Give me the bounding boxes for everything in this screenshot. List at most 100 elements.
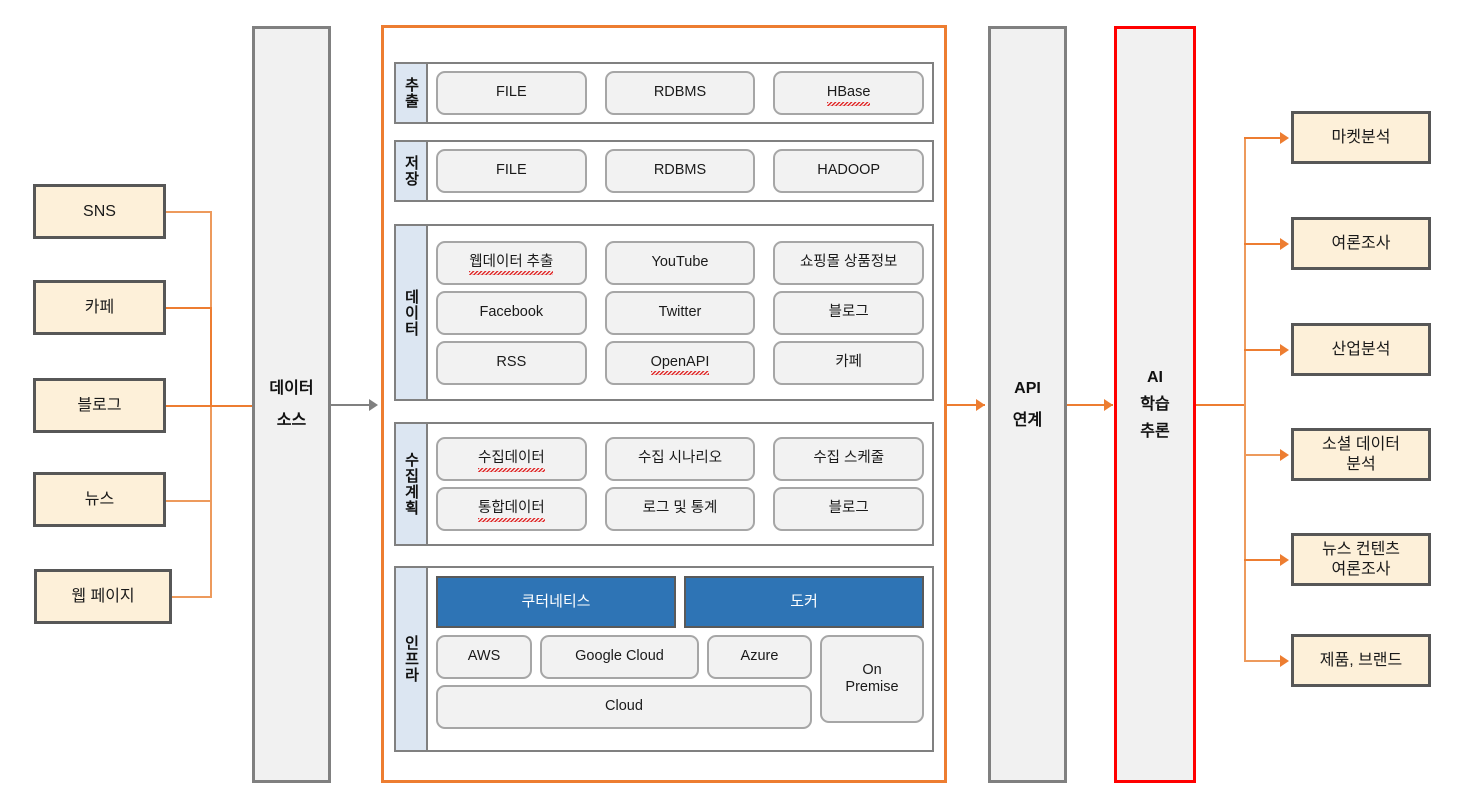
chip-docker[interactable]: 도커: [684, 576, 924, 628]
connector-webpage: [172, 596, 212, 598]
output-box-social-data-analysis[interactable]: 소셜 데이터 분석: [1291, 428, 1431, 481]
chip-collection-schedule[interactable]: 수집 스케줄: [773, 437, 925, 481]
source-box-sns[interactable]: SNS: [33, 184, 166, 239]
arrow-out-poll: [1280, 238, 1289, 250]
pillar-ai[interactable]: AI 학습 추론: [1114, 26, 1196, 783]
chip-label: 수집 시나리오: [637, 450, 723, 467]
source-box-news[interactable]: 뉴스: [33, 472, 166, 527]
source-label: SNS: [83, 202, 116, 220]
arrow-out-news: [1280, 554, 1289, 566]
chip-rdbms[interactable]: RDBMS: [604, 71, 756, 115]
source-box-blog[interactable]: 블로그: [33, 378, 166, 433]
chip-label: FILE: [496, 84, 527, 101]
connector-news: [166, 500, 212, 502]
arrow-platform-to-api: [976, 399, 985, 411]
connector-api-to-ai: [1067, 404, 1113, 406]
chip-label: AWS: [467, 648, 501, 665]
connector-blog: [166, 405, 212, 407]
connector-out-poll: [1244, 243, 1284, 245]
chip-row: FILE RDBMS HADOOP: [436, 149, 925, 193]
source-label: 웹 페이지: [71, 587, 135, 605]
output-box-market-analysis[interactable]: 마켓분석: [1291, 111, 1431, 164]
connector-ai-out: [1196, 404, 1246, 406]
output-box-industry-analysis[interactable]: 산업분석: [1291, 323, 1431, 376]
pillar-data-source[interactable]: 데이터 소스: [252, 26, 331, 783]
chip-label: 블로그: [828, 303, 869, 320]
chip-cafe[interactable]: 카페: [773, 340, 925, 385]
chip-label: 도커: [790, 593, 818, 610]
pillar-line-2: 학습: [1140, 395, 1170, 413]
chip-collected-data[interactable]: 수집데이터: [436, 437, 587, 481]
chip-label: Facebook: [479, 303, 544, 320]
chip-hadoop[interactable]: HADOOP: [773, 149, 925, 193]
chip-integrated-data[interactable]: 통합데이터: [436, 487, 587, 531]
chip-file[interactable]: FILE: [436, 71, 587, 115]
section-extract: 추출 FILE RDBMS HBase: [394, 62, 934, 124]
chip-rss[interactable]: RSS: [436, 340, 587, 385]
chip-label: Google Cloud: [575, 648, 664, 665]
connector-source-to-platform: [331, 404, 369, 406]
output-box-news-content-opinion[interactable]: 뉴스 컨텐츠 여론조사: [1291, 533, 1431, 586]
chip-label: 통합데이터: [477, 500, 545, 523]
chip-twitter[interactable]: Twitter: [604, 290, 756, 335]
chip-hbase[interactable]: HBase: [773, 71, 925, 115]
section-body-collection-plan: 수집데이터 수집 시나리오 수집 스케줄 통합데이터 로그 및 통계 블로그: [428, 424, 932, 544]
chip-openapi[interactable]: OpenAPI: [604, 340, 756, 385]
infra-container-row: 쿠터네티스 도커: [436, 576, 924, 628]
chip-log-and-stats[interactable]: 로그 및 통계: [604, 487, 756, 531]
output-label: 산업분석: [1331, 340, 1391, 358]
chip-blog[interactable]: 블로그: [773, 487, 925, 531]
chip-label: 수집 스케줄: [813, 450, 885, 467]
pillar-line-2: 소스: [276, 411, 307, 429]
chip-file[interactable]: FILE: [436, 149, 587, 193]
connector-out-news: [1244, 559, 1284, 561]
chip-label: HADOOP: [817, 162, 881, 179]
arrow-out-industry: [1280, 344, 1289, 356]
chip-collection-scenario[interactable]: 수집 시나리오: [604, 437, 756, 481]
chip-label: 웹데이터 추출: [469, 253, 554, 276]
chip-cloud-bar[interactable]: Cloud: [436, 685, 812, 729]
chip-label: Cloud: [605, 698, 643, 715]
section-body-data: 웹데이터 추출 YouTube 쇼핑몰 상품정보 Facebook Twitte…: [428, 226, 932, 399]
chip-row: 수집데이터 수집 시나리오 수집 스케줄: [436, 437, 925, 481]
arrow-out-market: [1280, 132, 1289, 144]
chip-rdbms[interactable]: RDBMS: [604, 149, 756, 193]
chip-row: Facebook Twitter 블로그: [436, 290, 925, 335]
section-label-storage: 저장: [396, 142, 428, 200]
chip-kubernetes[interactable]: 쿠터네티스: [436, 576, 676, 628]
chip-label: On Premise: [845, 661, 899, 695]
section-label-collection-plan: 수집계획: [396, 424, 428, 544]
chip-label: 로그 및 통계: [642, 500, 718, 517]
chip-label: RSS: [496, 353, 527, 370]
output-label: 소셜 데이터 분석: [1321, 435, 1401, 473]
connector-platform-to-api: [947, 404, 985, 406]
output-box-public-opinion-survey[interactable]: 여론조사: [1291, 217, 1431, 270]
connector-trunk-left-lower: [210, 405, 212, 596]
arrow-out-brand: [1280, 655, 1289, 667]
chip-blog[interactable]: 블로그: [773, 290, 925, 335]
chip-web-data-extract[interactable]: 웹데이터 추출: [436, 240, 587, 285]
chip-youtube[interactable]: YouTube: [604, 240, 756, 285]
chip-aws[interactable]: AWS: [436, 635, 532, 679]
section-label-data: 데이터: [396, 226, 428, 399]
connector-trunk-left-upper: [210, 211, 212, 307]
source-label: 카페: [84, 298, 115, 316]
pillar-api[interactable]: API 연계: [988, 26, 1067, 783]
chip-label: FILE: [496, 162, 527, 179]
connector-out-market: [1244, 137, 1284, 139]
output-label: 마켓분석: [1331, 128, 1391, 146]
connector-trunk-right-lower: [1244, 404, 1246, 661]
connector-trunk-left-mid: [210, 307, 212, 405]
source-box-webpage[interactable]: 웹 페이지: [34, 569, 172, 624]
chip-label: 카페: [835, 353, 863, 370]
section-data: 데이터 웹데이터 추출 YouTube 쇼핑몰 상품정보 Facebook Tw…: [394, 224, 934, 401]
chip-shopping-mall-product-info[interactable]: 쇼핑몰 상품정보: [773, 240, 925, 285]
chip-google-cloud[interactable]: Google Cloud: [540, 635, 699, 679]
chip-azure[interactable]: Azure: [707, 635, 812, 679]
output-label: 뉴스 컨텐츠 여론조사: [1321, 540, 1401, 578]
output-box-product-brand[interactable]: 제품, 브랜드: [1291, 634, 1431, 687]
section-storage: 저장 FILE RDBMS HADOOP: [394, 140, 934, 202]
source-box-cafe[interactable]: 카페: [33, 280, 166, 335]
chip-on-premise[interactable]: On Premise: [820, 635, 924, 723]
chip-facebook[interactable]: Facebook: [436, 290, 587, 335]
